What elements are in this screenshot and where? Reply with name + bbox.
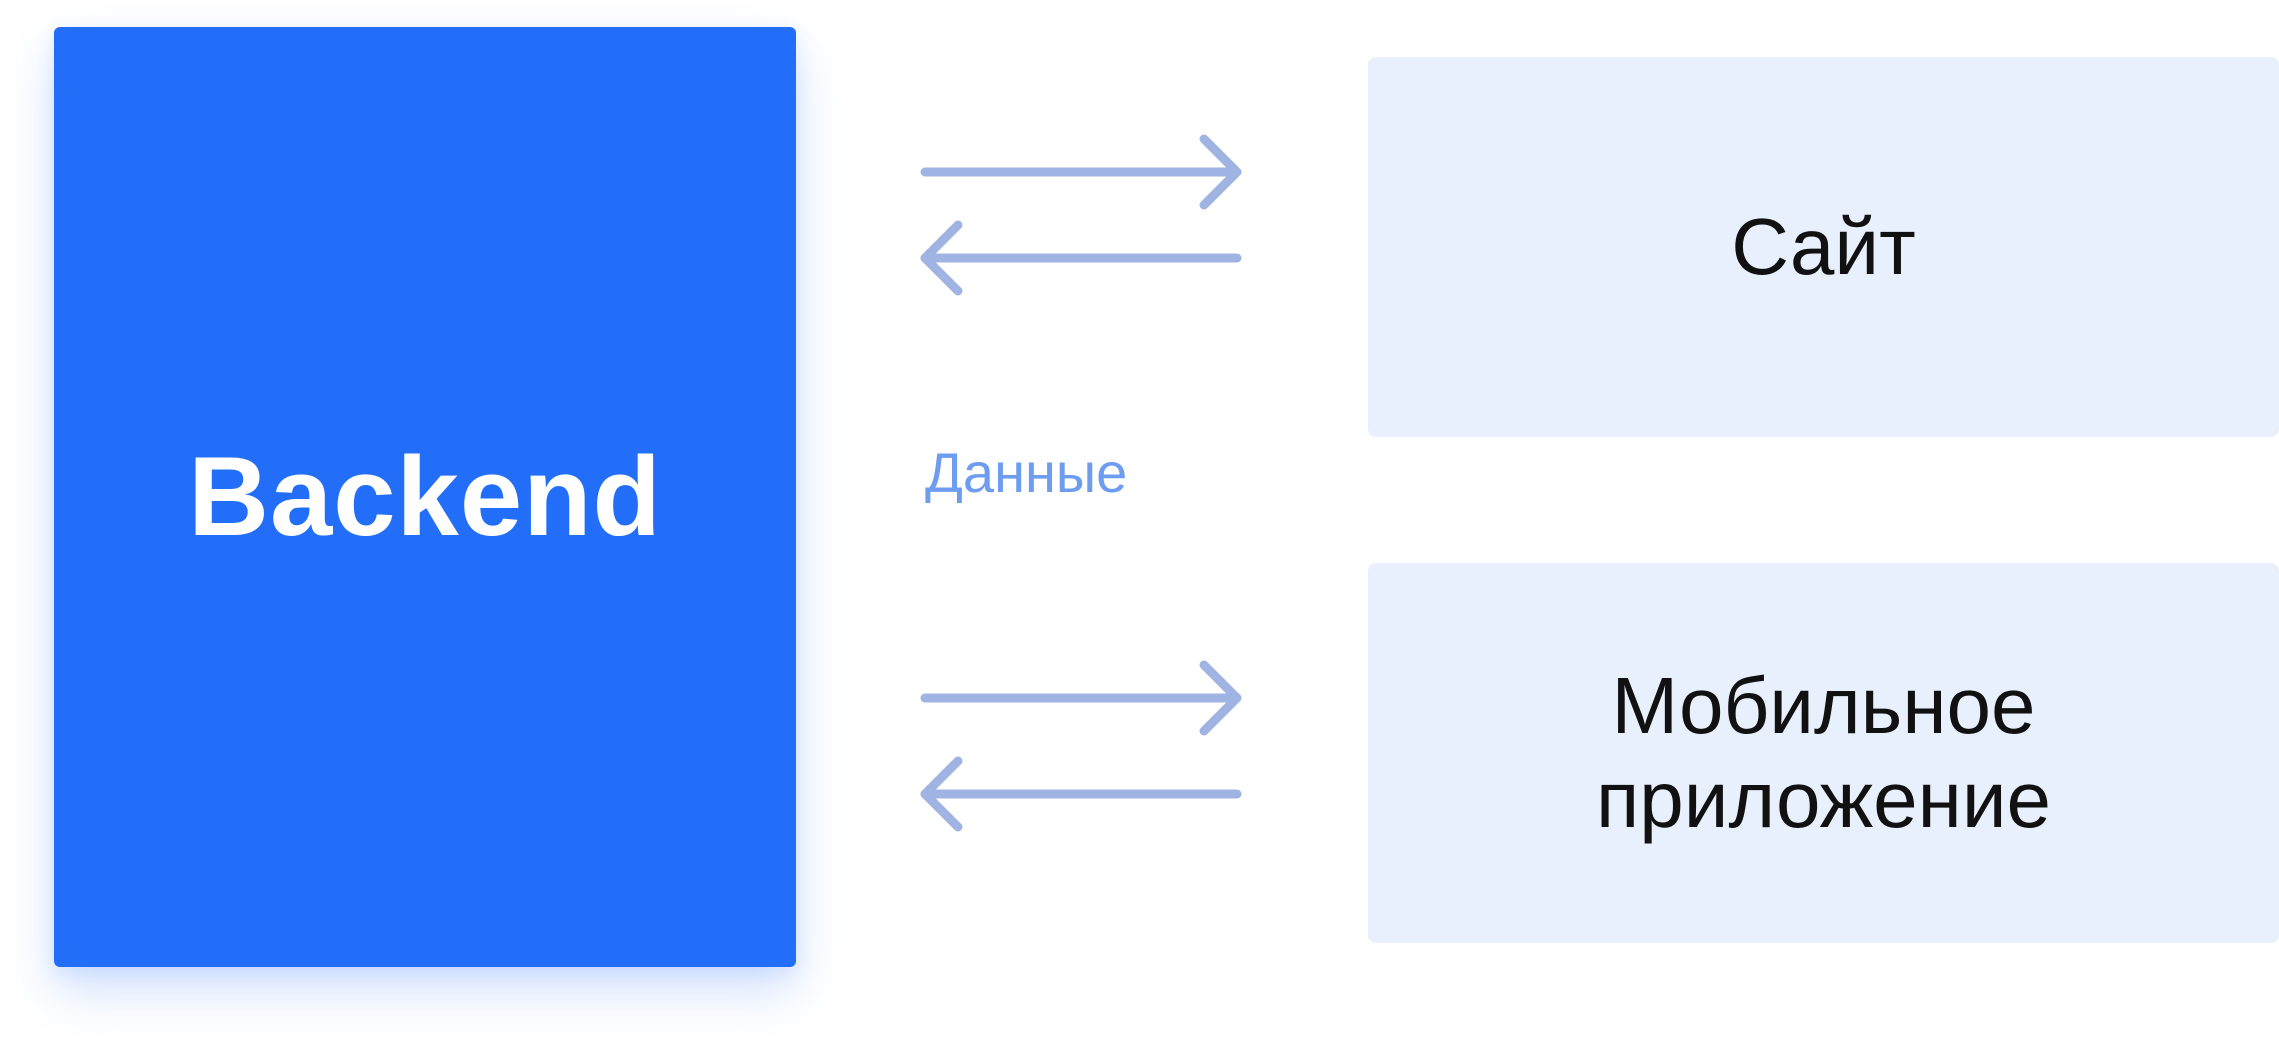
arrow-to-site [920, 134, 1242, 210]
mobile-app-label-line-1: Мобильное [1611, 661, 2036, 750]
arrow-from-mobile-app [920, 756, 1242, 832]
backend-box: Backend [54, 27, 796, 967]
arrow-from-site [920, 220, 1242, 296]
mobile-app-box: Мобильное приложение [1368, 563, 2279, 943]
backend-label: Backend [188, 434, 662, 559]
site-box: Сайт [1368, 57, 2279, 437]
arrow-to-mobile-app [920, 660, 1242, 736]
data-label: Данные [925, 441, 1128, 504]
site-label: Сайт [1731, 200, 1916, 294]
mobile-app-label-line-2: приложение [1595, 755, 2052, 844]
mobile-app-label: Мобильное приложение [1596, 659, 2051, 847]
site-label-line: Сайт [1731, 202, 1916, 291]
